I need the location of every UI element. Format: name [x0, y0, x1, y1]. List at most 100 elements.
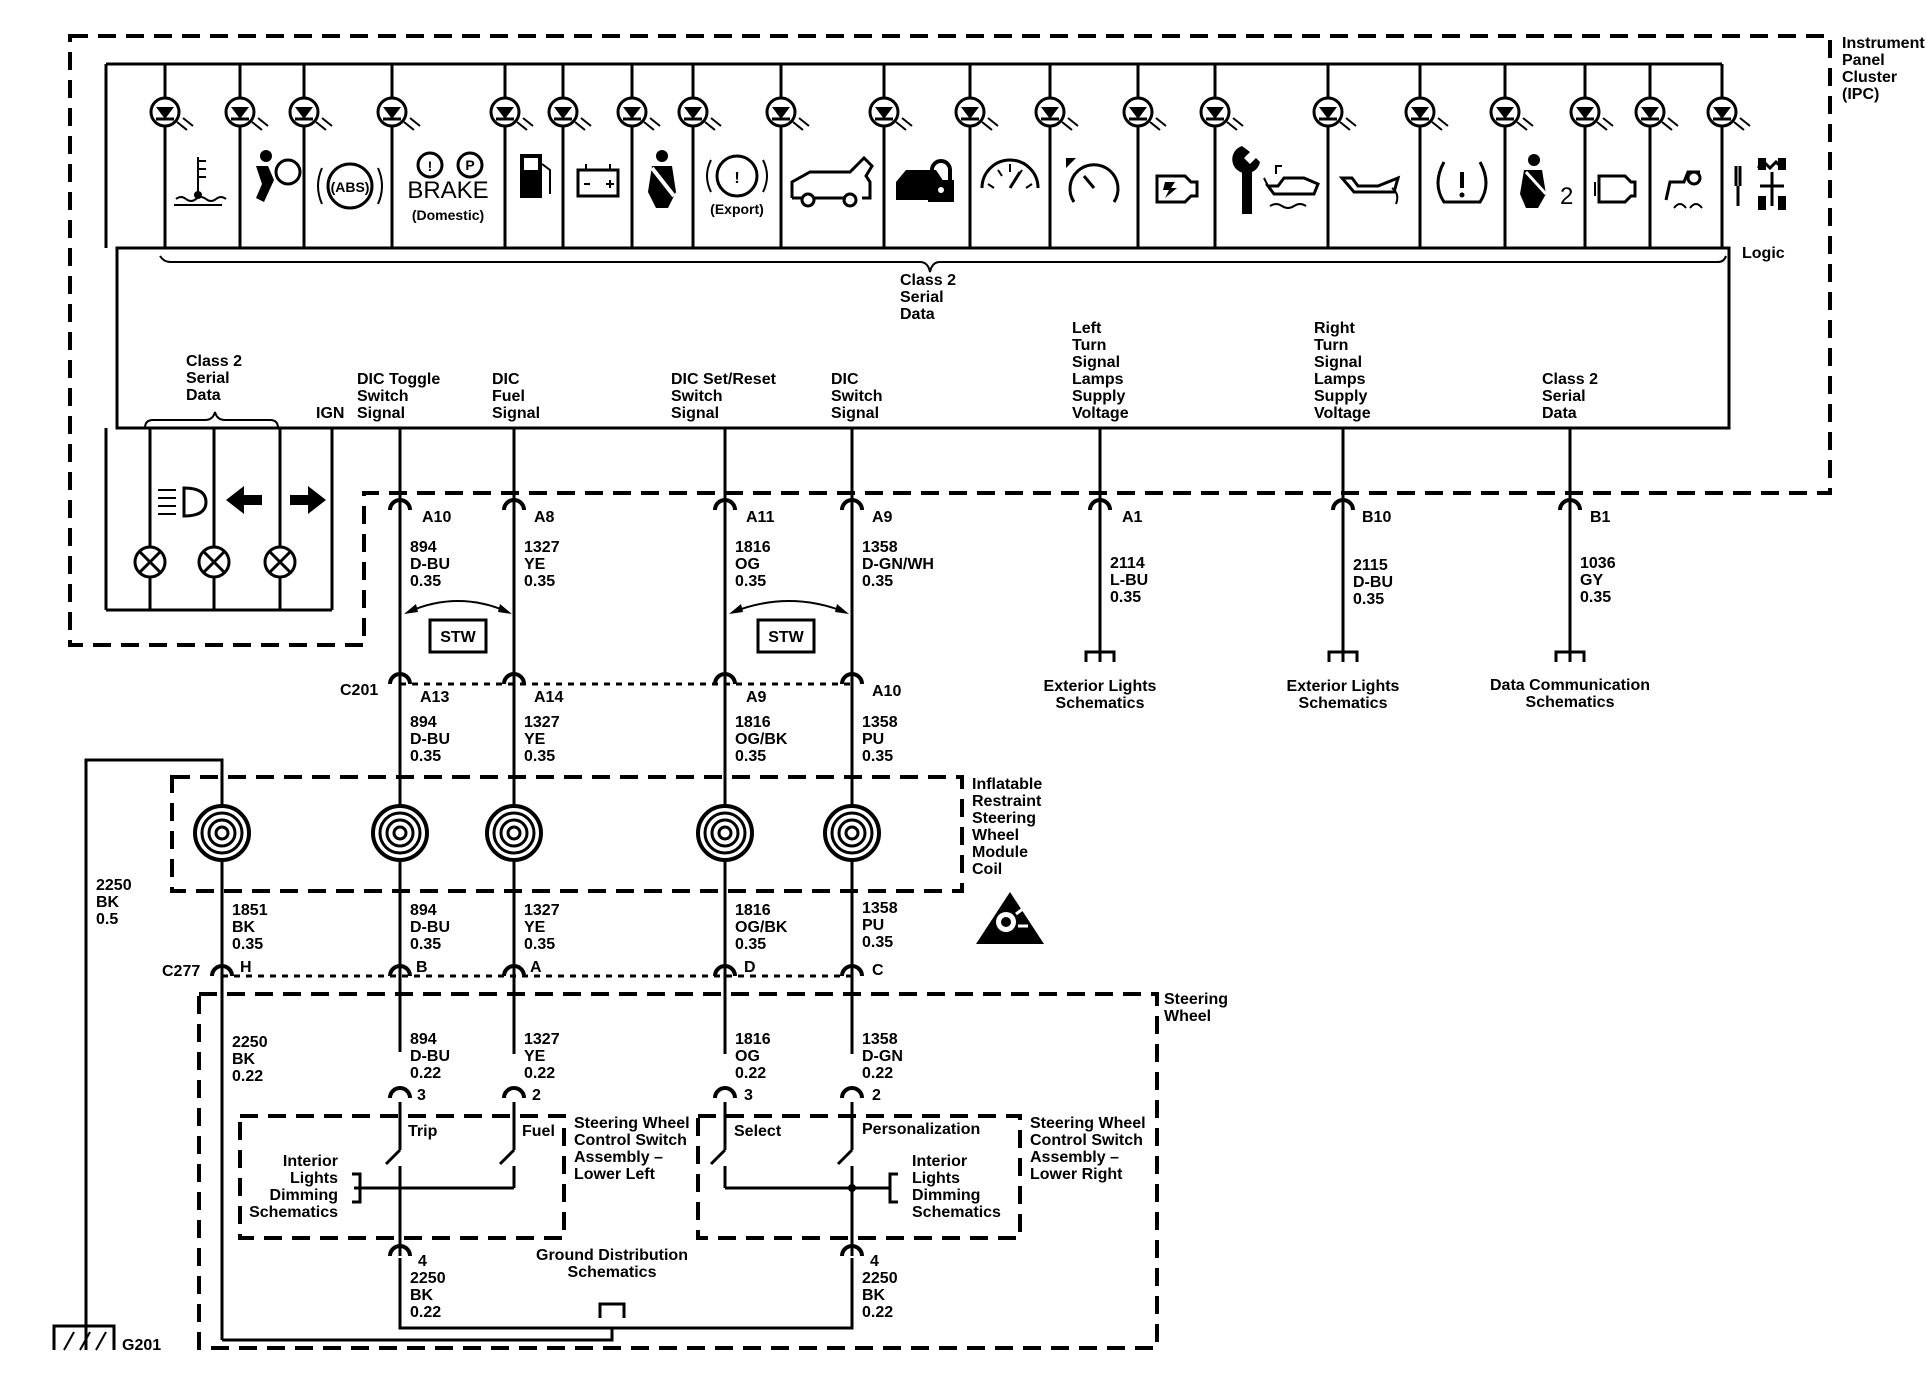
fuel-switch-label: Fuel: [522, 1123, 555, 1140]
svg-text:Interior: Interior: [283, 1153, 338, 1170]
pin-a11: A11: [746, 509, 775, 526]
ign-label: IGN: [316, 405, 344, 422]
svg-text:!: !: [734, 170, 739, 187]
svg-text:Signal: Signal: [492, 405, 540, 422]
svg-text:Cluster: Cluster: [1842, 69, 1897, 86]
svg-text:Ground Distribution: Ground Distribution: [536, 1247, 688, 1264]
svg-text:BK: BK: [862, 1287, 886, 1304]
svg-text:1816: 1816: [735, 539, 771, 556]
svg-text:0.22: 0.22: [735, 1065, 766, 1082]
svg-text:Dimming: Dimming: [912, 1187, 980, 1204]
pin-a13: A13: [420, 689, 449, 706]
svg-text:Wheel: Wheel: [972, 827, 1019, 844]
svg-text:1327: 1327: [524, 902, 560, 919]
svg-text:Steering: Steering: [1164, 991, 1228, 1008]
class2-top-label: Class 2 Serial Data: [900, 272, 956, 323]
svg-text:Signal: Signal: [357, 405, 405, 422]
svg-text:YE: YE: [524, 919, 546, 936]
svg-text:(Export): (Export): [710, 201, 764, 217]
pin-b1: B1: [1590, 509, 1611, 526]
svg-text:0.22: 0.22: [862, 1304, 893, 1321]
svg-text:0.35: 0.35: [1110, 589, 1141, 606]
pin-4-left: 4: [418, 1253, 427, 1270]
tire-pressure-icon: [1436, 161, 1488, 204]
seatbelt-icon: [648, 150, 676, 208]
svg-text:Steering: Steering: [972, 810, 1036, 827]
svg-text:Lights: Lights: [290, 1170, 338, 1187]
ground-distribution-ref: Ground Distribution Schematics: [536, 1247, 688, 1281]
svg-text:1816: 1816: [735, 714, 771, 731]
ipc-boundary: [68, 34, 1832, 647]
export-warning-icon: ! (Export): [706, 154, 768, 217]
svg-text:0.35: 0.35: [735, 748, 766, 765]
pin-a8: A8: [534, 509, 555, 526]
svg-text:2250: 2250: [96, 877, 132, 894]
svg-text:OG/BK: OG/BK: [735, 731, 788, 748]
svg-text:Switch: Switch: [671, 388, 723, 405]
pin-a10: A10: [422, 509, 451, 526]
svg-text:Exterior Lights: Exterior Lights: [1287, 678, 1400, 695]
oil-level-icon: [1263, 165, 1320, 209]
svg-text:Module: Module: [972, 844, 1028, 861]
svg-text:0.35: 0.35: [410, 748, 441, 765]
brake-icon: ! P BRAKE (Domestic): [407, 151, 489, 223]
airbag-icon: [256, 150, 302, 202]
traction-icon: [1664, 170, 1703, 209]
svg-text:0.35: 0.35: [410, 573, 441, 590]
svg-text:Panel: Panel: [1842, 52, 1885, 69]
dic-toggle-label: DIC Toggle Switch Signal: [357, 371, 440, 422]
svg-text:Data: Data: [186, 387, 221, 404]
svg-text:Serial: Serial: [1542, 388, 1586, 405]
svg-text:1816: 1816: [735, 1031, 771, 1048]
svg-text:Switch: Switch: [831, 388, 883, 405]
warning-triangle-icon: [976, 892, 1044, 944]
pin-2-left: 2: [532, 1087, 541, 1104]
svg-text:0.22: 0.22: [410, 1304, 441, 1321]
ground-g201: G201: [52, 1324, 161, 1354]
svg-text:Lower Left: Lower Left: [574, 1166, 656, 1183]
ipc-label: Instrument Panel Cluster (IPC): [1842, 35, 1925, 103]
svg-text:Assembly –: Assembly –: [1030, 1149, 1119, 1166]
engine-service-icon: [1155, 174, 1199, 204]
right-turn-label: Right Turn Signal Lamps Supply Voltage: [1314, 320, 1371, 422]
svg-text:Left: Left: [1072, 320, 1102, 337]
svg-text:894: 894: [410, 714, 437, 731]
svg-text:STW: STW: [440, 629, 476, 646]
svg-text:YE: YE: [524, 556, 546, 573]
svg-text:Schematics: Schematics: [1526, 694, 1615, 711]
svg-text:Data Communication: Data Communication: [1490, 677, 1650, 694]
svg-text:Inflatable: Inflatable: [972, 776, 1042, 793]
svg-text:YE: YE: [524, 731, 546, 748]
svg-text:Class 2: Class 2: [186, 353, 242, 370]
wire-runs: [398, 428, 1572, 1054]
svg-text:STW: STW: [768, 629, 804, 646]
svg-text:Instrument: Instrument: [1842, 35, 1925, 52]
svg-text:894: 894: [410, 1031, 437, 1048]
svg-text:Assembly –: Assembly –: [574, 1149, 663, 1166]
svg-text:Interior: Interior: [912, 1153, 967, 1170]
dic-set-label: DIC Set/Reset Switch Signal: [671, 371, 777, 422]
svg-text:P: P: [465, 157, 474, 173]
svg-text:1358: 1358: [862, 714, 898, 731]
svg-text:Lamps: Lamps: [1072, 371, 1124, 388]
svg-text:BK: BK: [232, 1051, 256, 1068]
svg-text:Lights: Lights: [912, 1170, 960, 1187]
svg-text:0.35: 0.35: [524, 748, 555, 765]
stw-twist-right: STW: [729, 600, 849, 654]
left-turn-label: Left Turn Signal Lamps Supply Voltage: [1072, 320, 1129, 422]
coil-module-label: Inflatable Restraint Steering Wheel Modu…: [972, 776, 1042, 878]
pin-a14: A14: [534, 689, 563, 706]
svg-text:Switch: Switch: [357, 388, 409, 405]
svg-text:Class 2: Class 2: [1542, 371, 1598, 388]
c277-label: C277: [162, 963, 200, 980]
svg-text:D-GN: D-GN: [862, 1048, 903, 1065]
